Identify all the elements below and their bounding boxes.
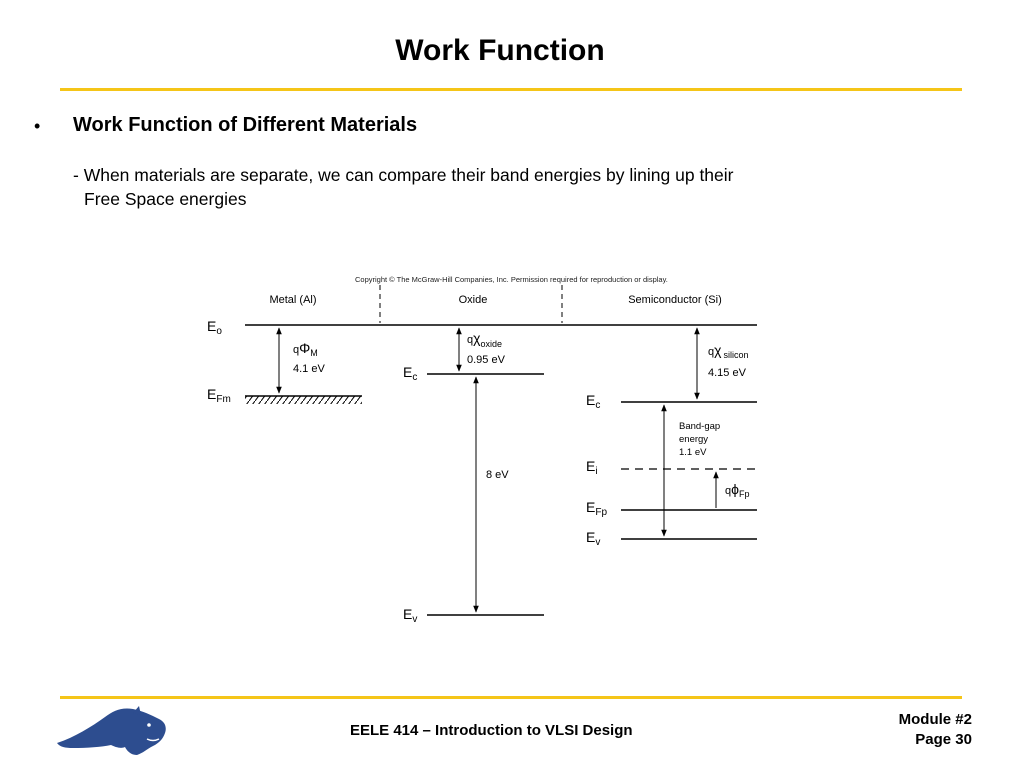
bullet-marker: • [34,116,41,136]
oxide-bandgap-value: 8 eV [486,469,509,481]
oxide-valence-label: Ev [403,606,417,625]
metal-hatch [245,396,362,404]
bullet-heading: Work Function of Different Materials [73,114,418,136]
region-label-oxide: Oxide [459,294,488,306]
si-intrinsic-label: Ei [586,458,598,477]
footer-divider [60,696,962,699]
oxide-affinity-symbol: qχoxide [467,330,502,349]
slide-title: Work Function [395,34,605,67]
si-fermi-potential-symbol: qϕFp [725,481,749,499]
paragraph-line-1: - When materials are separate, we can co… [73,165,734,185]
si-affinity-value: 4.15 eV [708,367,747,379]
bobcat-logo-icon [57,706,166,755]
bandgap-label-1: Band-gap [679,421,720,432]
course-title: EELE 414 – Introduction to VLSI Design [350,722,633,739]
si-valence-label: Ev [586,529,600,548]
bandgap-label-3: 1.1 eV [679,447,707,458]
metal-workfunction-symbol: qΦM [293,340,318,358]
title-divider [60,88,962,91]
footer-page-info: Module #2 Page 30 [899,710,972,750]
si-fermi-label: EFp [586,499,607,518]
page-number: Page 30 [915,731,972,748]
paragraph-line-2: Free Space energies [84,189,247,209]
metal-workfunction-value: 4.1 eV [293,363,325,375]
oxide-conduction-label: Ec [403,364,417,383]
vacuum-level-label: Eo [207,318,222,337]
region-label-metal: Metal (Al) [269,294,316,306]
region-label-semiconductor: Semiconductor (Si) [628,294,722,306]
oxide-affinity-value: 0.95 eV [467,354,506,366]
bandgap-label-2: energy [679,434,708,445]
metal-fermi-label: EFm [207,386,231,405]
module-number: Module #2 [898,711,972,728]
band-diagram: Copyright © The McGraw-Hill Companies, I… [207,275,757,625]
copyright-note: Copyright © The McGraw-Hill Companies, I… [355,275,668,284]
si-conduction-label: Ec [586,392,600,411]
